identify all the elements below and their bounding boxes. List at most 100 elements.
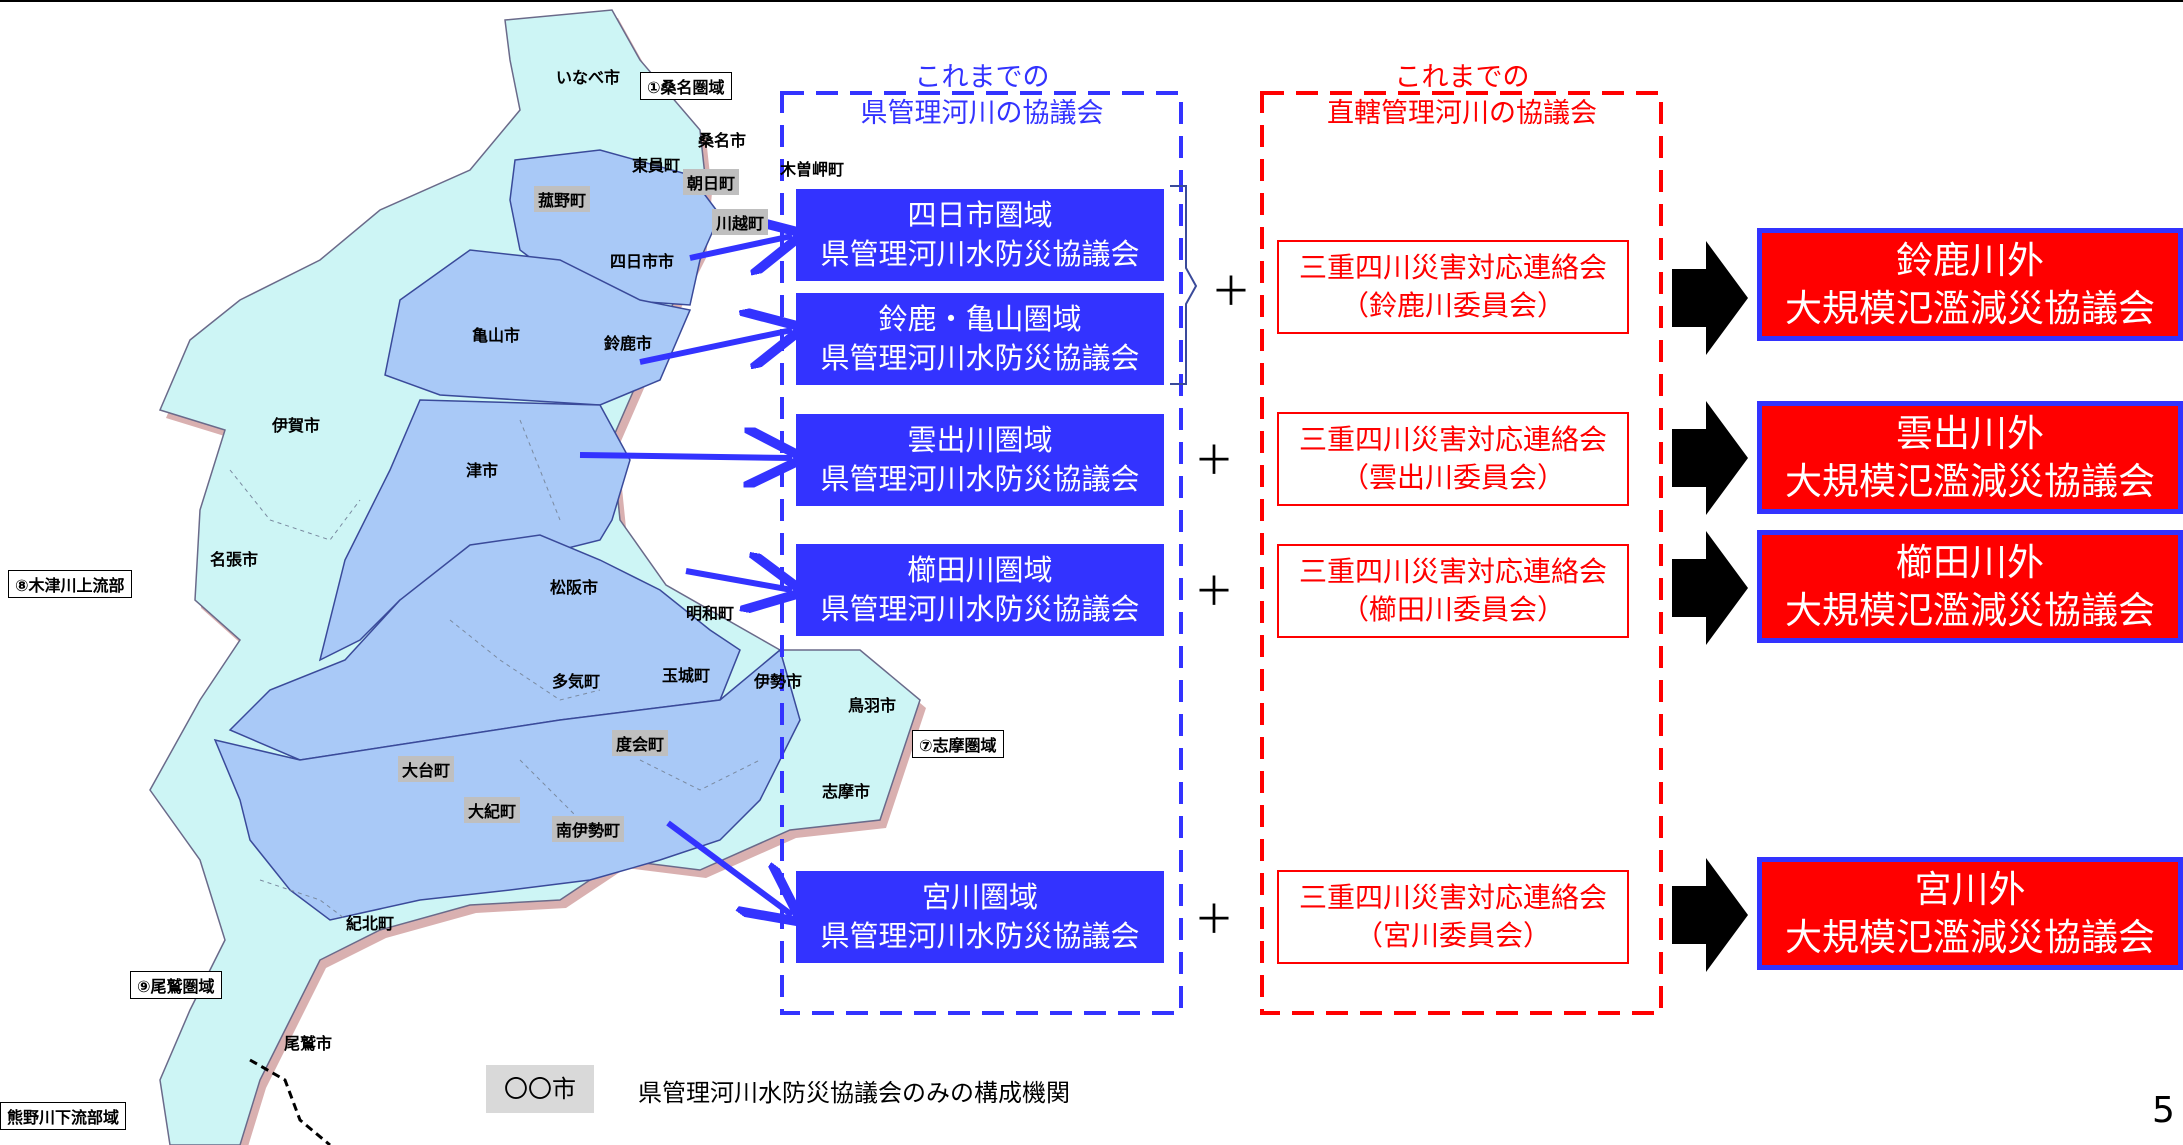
national-title-line1: これまでの [1394,62,1530,93]
plus-sign: ＋ [1194,897,1234,943]
city-kawagoe: 川越町 [712,209,769,235]
council-name: 雲出川外 [1896,411,2044,455]
city-suzuka: 鈴鹿市 [604,334,653,353]
area-label-kumanogawa: 熊野川下流部域 [0,1102,127,1130]
council-type: 県管理河川水防災協議会 [820,237,1140,271]
council-name: 宮川外 [1914,867,2026,911]
prefecture-column-title: これまでの 県管理河川の協議会 [820,60,1144,132]
council-name: 三重四川災害対応連絡会 [1298,423,1607,456]
city-kuwana: 桑名市 [698,131,747,150]
plus-sign: ＋ [1194,569,1234,615]
city-minamiise: 南伊勢町 [552,816,625,842]
council-type: 大規模氾濫減災協議会 [1785,588,2155,632]
council-type: 県管理河川水防災協議会 [820,919,1140,953]
city-kihoku-odai: 大紀町 [464,797,521,823]
arrow-kushida [685,571,792,590]
national-column-frame [1260,91,1663,1015]
national-council-kumozu: 三重四川災害対応連絡会 （雲出川委員会） [1277,412,1629,506]
city-tsu: 津市 [466,461,499,480]
council-name: 三重四川災害対応連絡会 [1298,251,1607,284]
council-committee: （宮川委員会） [1354,919,1551,952]
council-name: 雲出川圏域 [907,423,1053,457]
legend-description: 県管理河川水防災協議会のみの構成機関 [638,1079,1070,1107]
city-kisosaki: 木曽岬町 [780,160,845,179]
legend-swatch: 〇〇市 [486,1065,594,1113]
city-nabari: 名張市 [210,550,259,569]
arrow-kumozu [579,455,792,458]
city-owase: 尾鷲市 [284,1034,333,1053]
area-label-kuwana: ①桑名圏域 [640,72,732,100]
council-name: 鈴鹿川外 [1896,238,2044,282]
prefecture-title-line1: これまでの [914,62,1050,93]
result-council-suzuka: 鈴鹿川外 大規模氾濫減災協議会 [1757,228,2183,341]
national-council-miyagawa: 三重四川災害対応連絡会 （宮川委員会） [1277,870,1629,964]
council-name: 四日市圏域 [907,198,1053,232]
region-suzuka-kameyama [384,249,692,406]
top-rule [0,0,2183,2]
city-matsusaka: 松阪市 [550,578,599,597]
city-shima: 志摩市 [822,782,871,801]
council-type: 県管理河川水防災協議会 [820,341,1140,375]
region-miyagawa [213,648,801,921]
city-watarai: 度会町 [612,730,669,756]
council-type: 県管理河川水防災協議会 [820,462,1140,496]
council-name: 櫛田川外 [1896,540,2044,584]
city-taki: 多気町 [552,672,601,691]
city-toba: 鳥羽市 [848,696,897,715]
council-type: 大規模氾濫減災協議会 [1785,459,2155,503]
arrow-suzuka [639,330,792,362]
region-kushida [228,534,741,761]
council-type: 大規模氾濫減災協議会 [1785,915,2155,959]
city-inabe: いなべ市 [556,68,621,87]
arrow-miyagawa [666,820,792,915]
city-kameyama: 亀山市 [472,326,521,345]
result-council-miyagawa: 宮川外 大規模氾濫減災協議会 [1757,857,2183,970]
prefecture-title-line2: 県管理河川の協議会 [860,98,1104,129]
council-type: 大規模氾濫減災協議会 [1785,286,2155,330]
black-arrow-kumozu [1672,401,1748,515]
council-name: 櫛田川圏域 [907,553,1053,587]
prefecture-council-suzuka-kameyama: 鈴鹿・亀山圏域 県管理河川水防災協議会 [796,293,1164,385]
council-committee: （櫛田川委員会） [1340,593,1565,626]
page-number: 5 [2152,1090,2175,1131]
prefecture-council-yokkaichi: 四日市圏域 県管理河川水防災協議会 [796,189,1164,281]
city-tamaki: 玉城町 [662,666,711,685]
council-name: 宮川圏域 [921,880,1038,914]
council-name: 鈴鹿・亀山圏域 [878,302,1082,336]
prefecture-council-kumozu: 雲出川圏域 県管理河川水防災協議会 [796,414,1164,506]
black-arrow-kushida [1672,531,1748,645]
council-committee: （鈴鹿川委員会） [1340,289,1565,322]
city-kihoku: 紀北町 [346,914,395,933]
area-label-owase: ⑨尾鷲圏域 [130,971,222,999]
council-name: 三重四川災害対応連絡会 [1298,555,1607,588]
city-asahi: 朝日町 [683,169,740,195]
national-council-suzuka: 三重四川災害対応連絡会 （鈴鹿川委員会） [1277,240,1629,334]
arrow-yokkaichi [689,236,792,258]
city-meiwa: 明和町 [686,604,735,623]
city-komono: 菰野町 [534,186,591,212]
area-label-shima: ⑦志摩圏域 [912,730,1004,758]
city-iga: 伊賀市 [272,416,321,435]
prefecture-council-miyagawa: 宮川圏域 県管理河川水防災協議会 [796,871,1164,963]
result-council-kumozu: 雲出川外 大規模氾濫減災協議会 [1757,401,2183,514]
black-arrow-suzuka [1672,241,1748,355]
black-arrow-miyagawa [1672,858,1748,972]
city-yokkaichi: 四日市市 [610,252,675,271]
result-council-kushida: 櫛田川外 大規模氾濫減災協議会 [1757,530,2183,643]
plus-sign: ＋ [1194,438,1234,484]
city-odai: 大台町 [398,756,455,782]
national-council-kushida: 三重四川災害対応連絡会 （櫛田川委員会） [1277,544,1629,638]
brace [1170,185,1198,385]
national-column-title: これまでの 直轄管理河川の協議会 [1285,60,1639,132]
area-label-kizugawa: ⑧木津川上流部 [8,570,132,598]
national-title-line2: 直轄管理河川の協議会 [1327,98,1597,129]
city-ise: 伊勢市 [754,672,803,691]
city-toin: 東員町 [632,156,681,175]
council-type: 県管理河川水防災協議会 [820,592,1140,626]
plus-sign: ＋ [1211,269,1251,315]
council-committee: （雲出川委員会） [1340,461,1565,494]
prefecture-column-frame [780,91,1183,1015]
council-name: 三重四川災害対応連絡会 [1298,881,1607,914]
prefecture-council-kushida: 櫛田川圏域 県管理河川水防災協議会 [796,544,1164,636]
